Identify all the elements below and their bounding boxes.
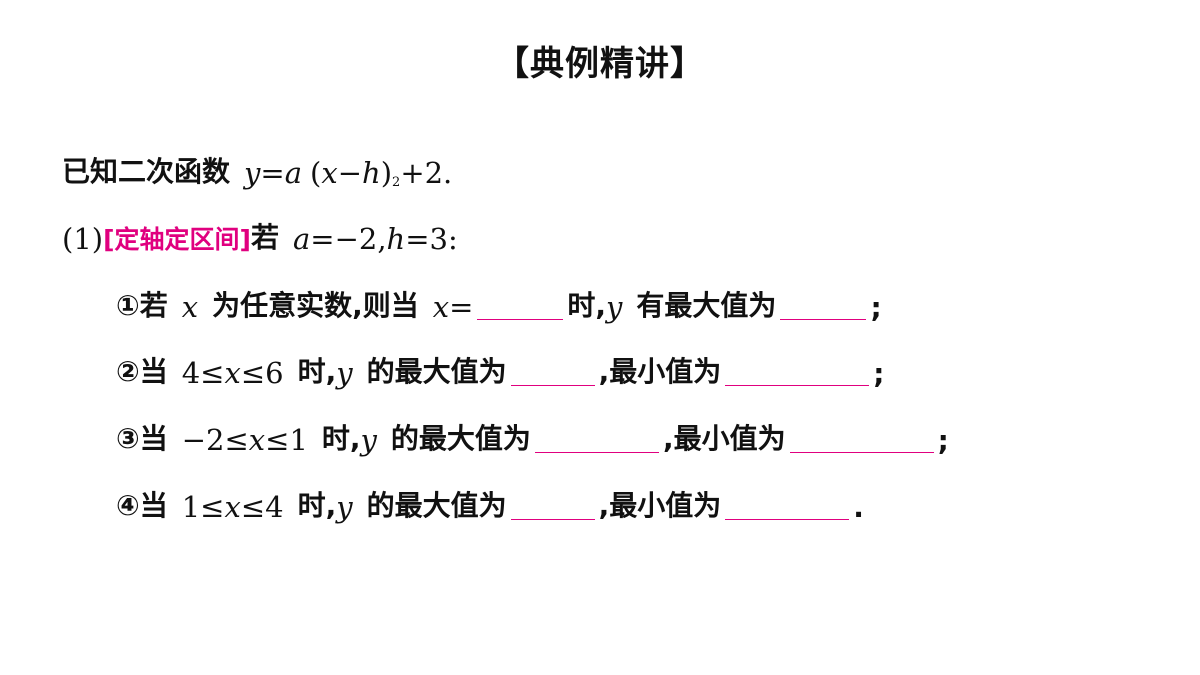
q2-end: ; [873,357,885,390]
q1-text-2: 时, [567,289,607,322]
q1-end: ; [870,291,882,324]
answer-blank-q4-min[interactable] [725,518,850,520]
answer-blank-q3-min[interactable] [789,451,934,453]
question-4: ④当 1≤ x ≤4 时, y 的最大值为 ,最小值为 . [116,480,864,524]
q4-upper-bound: ≤4 [240,490,284,524]
q3-end: ; [937,424,949,457]
q4-mark: ④当 [116,489,168,522]
var-h: h [362,156,381,190]
section-title: 【典例精讲】 [495,44,705,84]
answer-blank-q1-max[interactable] [780,318,867,320]
q2-upper-bound: ≤6 [240,356,284,390]
var-a: a [284,156,303,190]
question-3: ③当 −2≤ x ≤1 时, y 的最大值为 ,最小值为 ; [116,413,949,457]
answer-blank-q2-min[interactable] [725,384,870,386]
answer-blank-q1-x[interactable] [477,318,564,320]
q2-lower-bound: 4≤ [181,356,225,390]
q1-text-3: 有最大值为 [636,289,777,322]
var-y: y [336,356,353,390]
right-paren: ) [380,156,393,190]
var-h: h [386,222,406,256]
var-x: x [224,356,241,390]
q4-text-2: 的最大值为 [366,489,507,522]
var-y: y [244,156,261,190]
var-y: y [606,290,623,324]
answer-blank-q4-max[interactable] [510,518,595,520]
q3-text-1: 时, [321,422,361,455]
part-1-heading: (1) [定轴定区间] 若 a =−2, h =3: [62,212,458,256]
q3-lower-bound: −2≤ [181,423,249,457]
var-y: y [336,490,353,524]
q4-text-1: 时, [297,489,337,522]
q2-text-2: 的最大值为 [366,355,507,388]
problem-stem: 已知二次函数 y = a ( x − h ) 2 +2. [62,146,452,190]
q2-mark: ②当 [116,355,168,388]
answer-blank-q3-max[interactable] [534,451,659,453]
equals-sign: = [449,290,474,324]
q1-mark: ①若 [116,289,168,322]
question-2: ②当 4≤ x ≤6 时, y 的最大值为 ,最小值为 ; [116,346,884,390]
q3-text-3: ,最小值为 [662,422,786,455]
q4-lower-bound: 1≤ [181,490,225,524]
q3-text-2: 的最大值为 [390,422,531,455]
var-a: a [292,222,311,256]
q4-text-3: ,最小值为 [598,489,722,522]
q3-upper-bound: ≤1 [265,423,308,457]
q2-text-3: ,最小值为 [598,355,722,388]
ruo-text: 若 [250,221,279,254]
q1-text-1: 为任意实数,则当 [212,289,419,322]
a-value: =−2, [310,222,387,256]
left-paren: ( [310,156,322,190]
q2-text-1: 时, [297,355,337,388]
var-x: x [181,290,199,324]
question-1: ①若 x 为任意实数,则当 x = 时, y 有最大值为 ; [116,280,882,324]
stem-text: 已知二次函数 [62,155,231,188]
q4-end: . [853,491,864,524]
equals-sign: = [260,156,285,190]
answer-blank-q2-max[interactable] [510,384,595,386]
q3-mark: ③当 [116,422,168,455]
exponent: 2 [392,175,401,190]
topic-tag: [定轴定区间] [103,225,251,254]
var-y: y [360,423,377,457]
var-x: x [432,290,450,324]
var-x: x [224,490,241,524]
h-value: =3: [405,222,458,256]
plus-two: +2. [400,156,453,190]
minus-sign: − [337,156,363,190]
var-x: x [248,423,266,457]
part-number: (1) [62,222,104,256]
var-x: x [321,156,338,190]
